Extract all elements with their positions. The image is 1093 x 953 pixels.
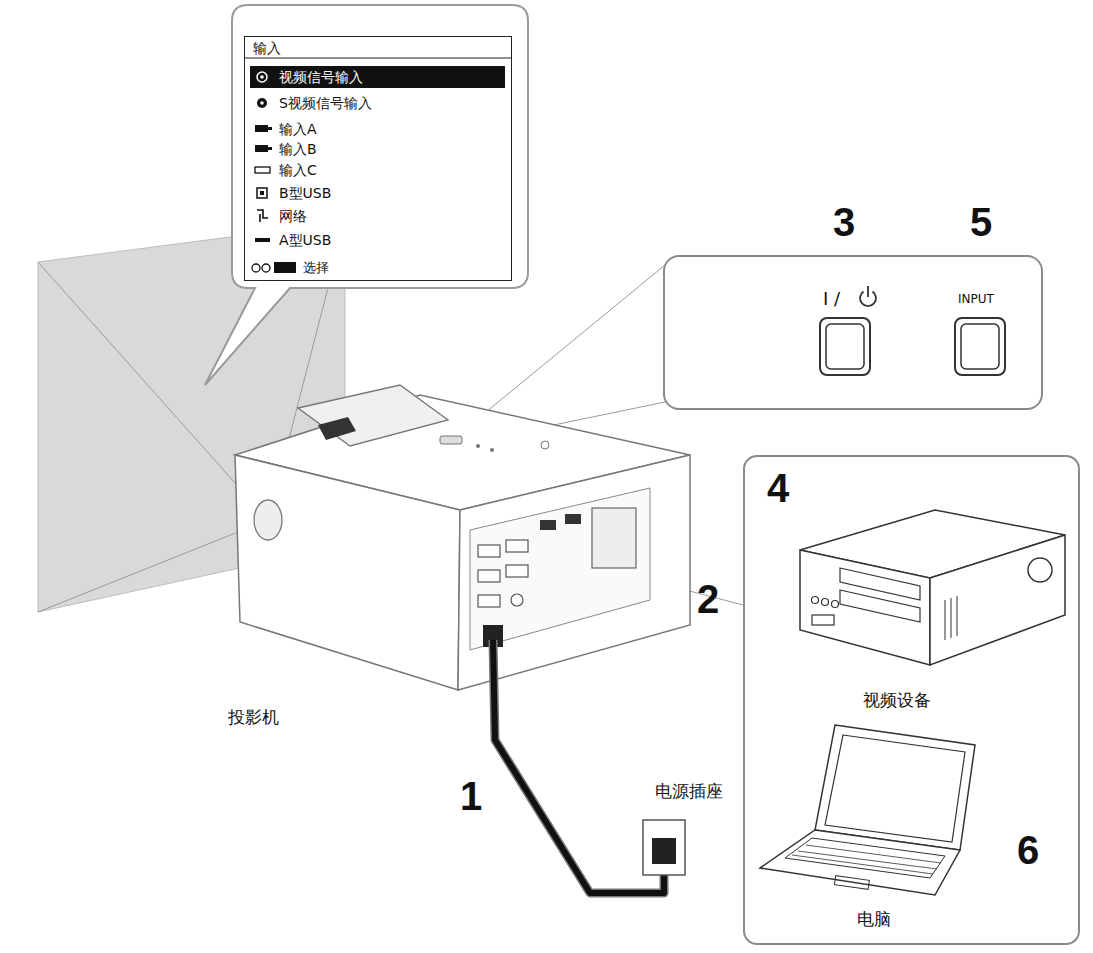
port <box>565 514 581 524</box>
laptop-screen <box>825 735 965 842</box>
port-cover <box>592 508 636 568</box>
device-display <box>812 615 834 625</box>
svideo-icon <box>260 101 264 105</box>
power-outlet <box>643 820 685 875</box>
device-label: 视频设备 <box>863 690 931 711</box>
usb-icon <box>255 238 270 242</box>
input-button <box>955 318 1005 375</box>
input-icon <box>268 127 272 130</box>
callout-number: 6 <box>1017 825 1039 875</box>
control-buttons <box>440 436 462 444</box>
indicator <box>476 444 480 448</box>
input-icon <box>255 167 270 173</box>
device-label: 电脑 <box>857 909 891 930</box>
enter-icon <box>274 262 296 273</box>
device-knob <box>822 599 829 606</box>
disc-slot <box>840 590 920 622</box>
menu-item: 网络 <box>279 208 307 226</box>
callout-bubble <box>205 5 528 385</box>
video-device-front <box>800 550 930 665</box>
port <box>478 545 500 557</box>
menu-divider <box>244 58 512 59</box>
part-label: 投影机 <box>228 707 279 727</box>
button-label: INPUT <box>958 292 994 307</box>
projector-front <box>235 455 460 690</box>
projector-lens <box>254 500 282 540</box>
beam-line <box>38 262 268 520</box>
laptop-keyboard <box>798 851 937 869</box>
lens-hood <box>298 385 448 446</box>
usb-icon <box>257 188 267 198</box>
device-vent <box>951 598 952 638</box>
menu-item: 输入C <box>279 162 317 180</box>
power-plug <box>652 838 676 864</box>
lens-window <box>318 417 356 440</box>
callout-number: 4 <box>767 463 789 513</box>
video-device-side <box>930 535 1065 665</box>
menu-item: 输入A <box>279 121 317 139</box>
input-icon <box>255 145 268 152</box>
usb-icon <box>260 191 264 195</box>
port <box>511 594 523 606</box>
port <box>540 520 556 530</box>
menu-item: S视频信号输入 <box>279 95 372 113</box>
port-panel <box>470 488 650 650</box>
indicator <box>490 448 494 452</box>
port <box>506 565 528 577</box>
laptop-lid <box>815 725 975 850</box>
power-symbol <box>867 286 869 297</box>
menu-highlight <box>250 66 505 88</box>
power-cable <box>493 640 664 893</box>
part-label: 电源插座 <box>655 781 723 801</box>
power-button <box>820 318 870 375</box>
button-panel: I / INPUT <box>663 255 1043 410</box>
port <box>478 595 500 607</box>
network-icon <box>257 210 268 222</box>
menu-item: B型USB <box>279 185 331 203</box>
laptop-base <box>760 830 960 895</box>
callout-number: 1 <box>460 772 482 820</box>
laptop-keyboard <box>806 845 941 863</box>
menu-item: 视频信号输入 <box>279 69 363 87</box>
laptop-keyboard <box>792 855 933 874</box>
input-button <box>961 324 999 369</box>
port <box>478 570 500 582</box>
menu-item: A型USB <box>279 232 331 250</box>
svideo-icon <box>257 98 267 108</box>
device-dial <box>1028 558 1052 582</box>
callout-number: 3 <box>833 198 855 246</box>
video-icon <box>257 72 267 82</box>
menu-item: 输入B <box>279 141 317 159</box>
laptop-keyboard <box>785 838 945 878</box>
nav-icon <box>262 264 270 272</box>
disc-slot <box>840 568 920 600</box>
input-icon <box>255 125 268 132</box>
device-panel: 4 视频设备电脑 6 <box>743 455 1080 945</box>
menu-title: 输入 <box>253 40 281 58</box>
power-button <box>826 324 864 369</box>
device-vent <box>945 600 946 640</box>
device-knob <box>812 597 819 604</box>
power-cable <box>493 640 664 893</box>
device-knob <box>832 601 839 608</box>
port <box>506 540 528 552</box>
input-icon <box>268 147 272 150</box>
nav-icon <box>252 264 260 272</box>
menu-footer: 选择 <box>303 260 329 276</box>
menu-panel: 输入视频信号输入 S视频信号输入输入A 输入B 输入C B型USB 网络 A型USB 选择 <box>244 36 512 281</box>
video-icon <box>260 75 264 79</box>
menu-background <box>244 36 512 281</box>
button-label: I / <box>823 288 840 311</box>
laptop-touchpad <box>834 876 869 890</box>
callout-number: 5 <box>970 198 992 246</box>
indicator <box>541 441 549 449</box>
device-vent <box>957 596 958 636</box>
callout-number: 2 <box>697 575 719 623</box>
beam-line <box>38 520 268 612</box>
